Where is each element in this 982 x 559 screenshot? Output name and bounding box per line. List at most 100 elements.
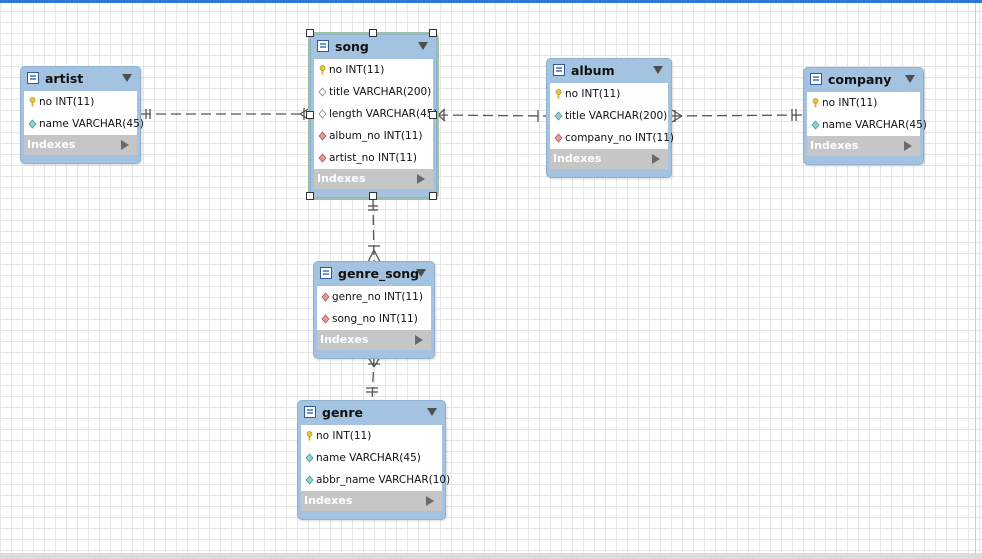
key-icon [812,98,819,108]
column-definition: length VARCHAR(45) [329,108,438,120]
column-row[interactable]: genre_no INT(11) [317,286,431,308]
table-bottom-padding [21,155,140,163]
column-definition: company_no INT(11) [565,132,674,144]
column-definition: abbr_name VARCHAR(10) [316,474,451,486]
column-definition: title VARCHAR(200) [565,110,668,122]
window-top-border [0,0,982,3]
expand-indexes-icon[interactable] [652,154,660,164]
table-icon [320,267,332,279]
key-icon [29,97,36,107]
table-company[interactable]: company no INT(11) name VARCHAR(45) Index… [803,67,927,165]
column-definition: name VARCHAR(45) [39,118,144,130]
indexes-section[interactable]: Indexes [314,169,433,189]
expand-indexes-icon[interactable] [417,174,425,184]
relationship-album-company [671,109,804,123]
column-row[interactable]: no INT(11) [301,425,442,447]
diamond-icon [305,475,314,485]
column-definition: no INT(11) [39,96,95,108]
column-definition: artist_no INT(11) [329,152,417,164]
expand-indexes-icon[interactable] [904,141,912,151]
table-header[interactable]: song [311,35,436,59]
horizontal-scrollbar[interactable] [0,553,982,559]
resize-handle-bottom[interactable] [369,192,377,200]
column-row[interactable]: no INT(11) [550,83,668,105]
column-list: no INT(11) name VARCHAR(45) [24,91,144,135]
column-row[interactable]: song_no INT(11) [317,308,431,330]
collapse-toggle-icon[interactable] [416,269,426,277]
resize-handle-right[interactable] [429,111,437,119]
indexes-section[interactable]: Indexes [317,330,431,350]
column-row[interactable]: abbr_name VARCHAR(10) [301,469,450,491]
column-list: no INT(11) name VARCHAR(45) [807,92,927,136]
table-header[interactable]: genre_song [314,262,434,286]
column-definition: album_no INT(11) [329,130,423,142]
indexes-section[interactable]: Indexes [301,491,442,511]
diamond-icon [305,453,314,463]
table-song[interactable]: song no INT(11) title VARCHAR(200) length … [308,32,439,200]
expand-indexes-icon[interactable] [426,496,434,506]
table-icon [27,72,39,84]
column-definition: no INT(11) [565,88,621,100]
key-icon [306,431,313,441]
column-list: genre_no INT(11)song_no INT(11) [317,286,431,330]
table-bottom-padding [547,169,671,177]
resize-handle-top[interactable] [369,29,377,37]
table-header[interactable]: album [547,59,671,83]
table-header[interactable]: artist [21,67,140,91]
column-row[interactable]: artist_no INT(11) [314,147,433,169]
column-definition: name VARCHAR(45) [822,119,927,131]
column-row[interactable]: no INT(11) [807,92,920,114]
column-row[interactable]: title VARCHAR(200) [314,81,433,103]
column-definition: name VARCHAR(45) [316,452,421,464]
resize-handle-bottom-left[interactable] [306,192,314,200]
fk-diamond-icon [554,133,563,143]
table-header[interactable]: genre [298,401,445,425]
collapse-toggle-icon[interactable] [418,42,428,50]
table-name: song [335,39,369,54]
column-row[interactable]: name VARCHAR(45) [24,113,144,135]
table-name: album [571,63,615,78]
relationship-song-album [437,108,547,122]
indexes-section[interactable]: Indexes [24,135,137,155]
resize-handle-top-left[interactable] [306,29,314,37]
table-bottom-padding [804,156,923,164]
table-icon [317,40,329,52]
column-row[interactable]: no INT(11) [24,91,137,113]
column-row[interactable]: name VARCHAR(45) [301,447,442,469]
column-row[interactable]: album_no INT(11) [314,125,433,147]
resize-handle-left[interactable] [306,111,314,119]
relationship-song-genre-song [367,199,381,263]
canvas-edge [975,3,976,553]
expand-indexes-icon[interactable] [415,335,423,345]
relationship-artist-song [141,107,311,121]
table-bottom-padding [314,350,434,358]
fk-diamond-icon [321,314,330,324]
table-genre[interactable]: genre no INT(11) name VARCHAR(45) abbr_nam… [297,400,450,520]
table-artist[interactable]: artist no INT(11) name VARCHAR(45) Indexe… [20,66,144,164]
resize-handle-bottom-right[interactable] [429,192,437,200]
table-name: company [828,72,892,87]
column-row[interactable]: no INT(11) [314,59,433,81]
column-definition: title VARCHAR(200) [329,86,432,98]
column-definition: no INT(11) [329,64,385,76]
collapse-toggle-icon[interactable] [427,408,437,416]
key-icon [319,65,326,75]
collapse-toggle-icon[interactable] [122,74,132,82]
table-genre-song[interactable]: genre_song genre_no INT(11)song_no INT(1… [313,261,435,359]
column-row[interactable]: length VARCHAR(45) [314,103,438,125]
collapse-toggle-icon[interactable] [653,66,663,74]
expand-indexes-icon[interactable] [121,140,129,150]
column-list: no INT(11) name VARCHAR(45) abbr_name VARC… [301,425,450,491]
column-row[interactable]: title VARCHAR(200) [550,105,668,127]
indexes-section[interactable]: Indexes [807,136,920,156]
indexes-section[interactable]: Indexes [550,149,668,169]
column-row[interactable]: name VARCHAR(45) [807,114,927,136]
column-definition: no INT(11) [822,97,878,109]
column-row[interactable]: company_no INT(11) [550,127,674,149]
table-icon [304,406,316,418]
collapse-toggle-icon[interactable] [905,75,915,83]
table-album[interactable]: album no INT(11) title VARCHAR(200) compan… [546,58,674,178]
table-header[interactable]: company [804,68,923,92]
resize-handle-top-right[interactable] [429,29,437,37]
